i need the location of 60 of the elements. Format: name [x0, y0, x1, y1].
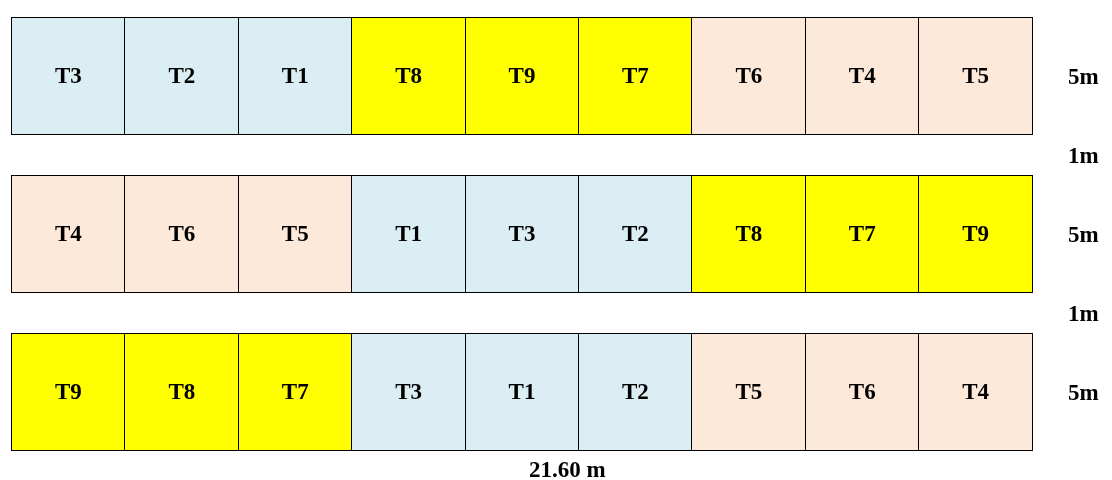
plot-label: T9 [508, 63, 536, 89]
plot-label: T4 [55, 221, 82, 247]
plot-box [804, 17, 920, 135]
plot-label: T5 [735, 379, 763, 405]
plot-box [691, 175, 807, 293]
plot-label: T4 [962, 379, 990, 405]
plot-label: T2 [622, 221, 649, 247]
plot-label: T9 [55, 379, 82, 405]
plot-label: T1 [395, 221, 423, 247]
plot-box [691, 333, 807, 451]
plot-box [124, 333, 240, 451]
dimension-label: 1m [1068, 143, 1099, 169]
plot-box [804, 333, 920, 451]
plot-box [11, 17, 126, 135]
plot-label: T1 [508, 379, 536, 405]
plot-label: T6 [848, 379, 876, 405]
plot-label: T2 [622, 379, 649, 405]
plot-label: T3 [508, 221, 536, 247]
plot-label: T8 [168, 379, 196, 405]
plot-box [351, 333, 467, 451]
dimension-label: 5m [1068, 222, 1099, 248]
plot-box [124, 175, 240, 293]
plot-label: T6 [168, 221, 196, 247]
plot-label: T8 [395, 63, 423, 89]
dimension-label: 1m [1068, 301, 1099, 327]
plot-box [11, 333, 126, 451]
plot-box [578, 175, 693, 293]
plot-box [464, 17, 580, 135]
plot-label: T4 [848, 63, 876, 89]
plot-label: T7 [622, 63, 649, 89]
plot-box [351, 175, 467, 293]
dimension-label: 21.60 m [529, 457, 606, 480]
plot-box [464, 175, 580, 293]
plot-box [918, 175, 1034, 293]
plot-box [918, 333, 1034, 451]
plot-box [691, 17, 807, 135]
plot-box [237, 175, 353, 293]
plot-box [11, 175, 126, 293]
plot-label: T6 [735, 63, 763, 89]
plot-box [804, 175, 920, 293]
plot-label: T7 [281, 379, 309, 405]
plot-label: T7 [848, 221, 876, 247]
dimension-label: 5m [1068, 380, 1099, 406]
plot-box [237, 333, 353, 451]
plot-box [464, 333, 580, 451]
plot-box [237, 17, 353, 135]
plot-label: T3 [395, 379, 423, 405]
plot-label: T8 [735, 221, 763, 247]
plot-box [578, 17, 693, 135]
plot-label: T1 [281, 63, 309, 89]
plot-box [578, 333, 693, 451]
plot-label: T5 [281, 221, 309, 247]
plot-label: T9 [962, 221, 990, 247]
plot-label: T3 [55, 63, 82, 89]
plot-label: T2 [168, 63, 196, 89]
plot-label: T5 [962, 63, 990, 89]
plot-box [124, 17, 240, 135]
plot-box [918, 17, 1034, 135]
plot-box [351, 17, 467, 135]
dimension-label: 5m [1068, 64, 1099, 90]
